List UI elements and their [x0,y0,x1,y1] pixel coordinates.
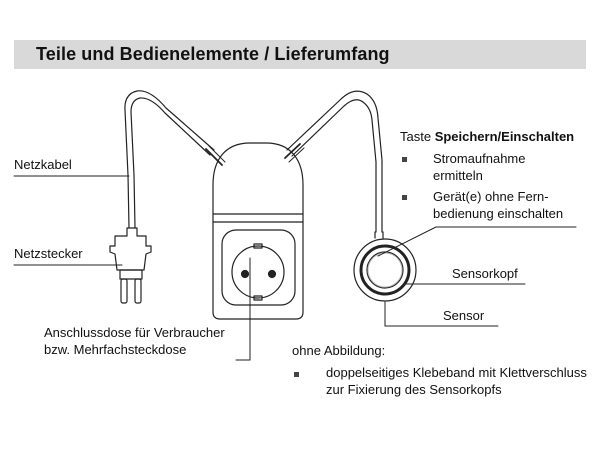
function-1-line1: Stromaufnahme [433,151,526,166]
label-netzstecker: Netzstecker [14,246,83,261]
function-2-line2: bedienung einschalten [433,206,564,221]
sensor-head [353,238,417,302]
label-anschlussdose-line2: bzw. Mehrfachsteckdose [44,342,187,357]
label-sensorkopf: Sensorkopf [452,266,518,281]
title-bar [14,40,586,69]
not-shown-item-line2: zur Fixierung des Sensorkopfs [326,382,502,397]
sensor-cable [284,90,384,239]
socket-adapter [212,142,304,320]
callout-lines [13,175,577,361]
label-netzkabel: Netzkabel [14,157,72,172]
button-name: Speichern/Einschalten [434,129,575,144]
label-sensor: Sensor [443,308,485,323]
button-heading: Taste Speichern/Einschalten [400,128,574,146]
power-cable [124,90,226,229]
power-plug [109,227,152,304]
function-1-line2: ermitteln [433,168,483,183]
button-heading-prefix: Taste [400,129,435,144]
bullet-icon [402,195,407,200]
not-shown-item-line1: doppelseitiges Klebeband mit Klettversch… [326,365,587,380]
page-title: Teile und Bedienelemente / Lieferumfang [36,44,390,64]
label-anschlussdose-line1: Anschlussdose für Verbraucher [44,325,225,340]
function-2-line1: Gerät(e) ohne Fern- [433,189,549,204]
not-shown-heading: ohne Abbildung: [292,343,386,358]
bullet-icon [294,372,299,377]
bullet-icon [402,157,407,162]
